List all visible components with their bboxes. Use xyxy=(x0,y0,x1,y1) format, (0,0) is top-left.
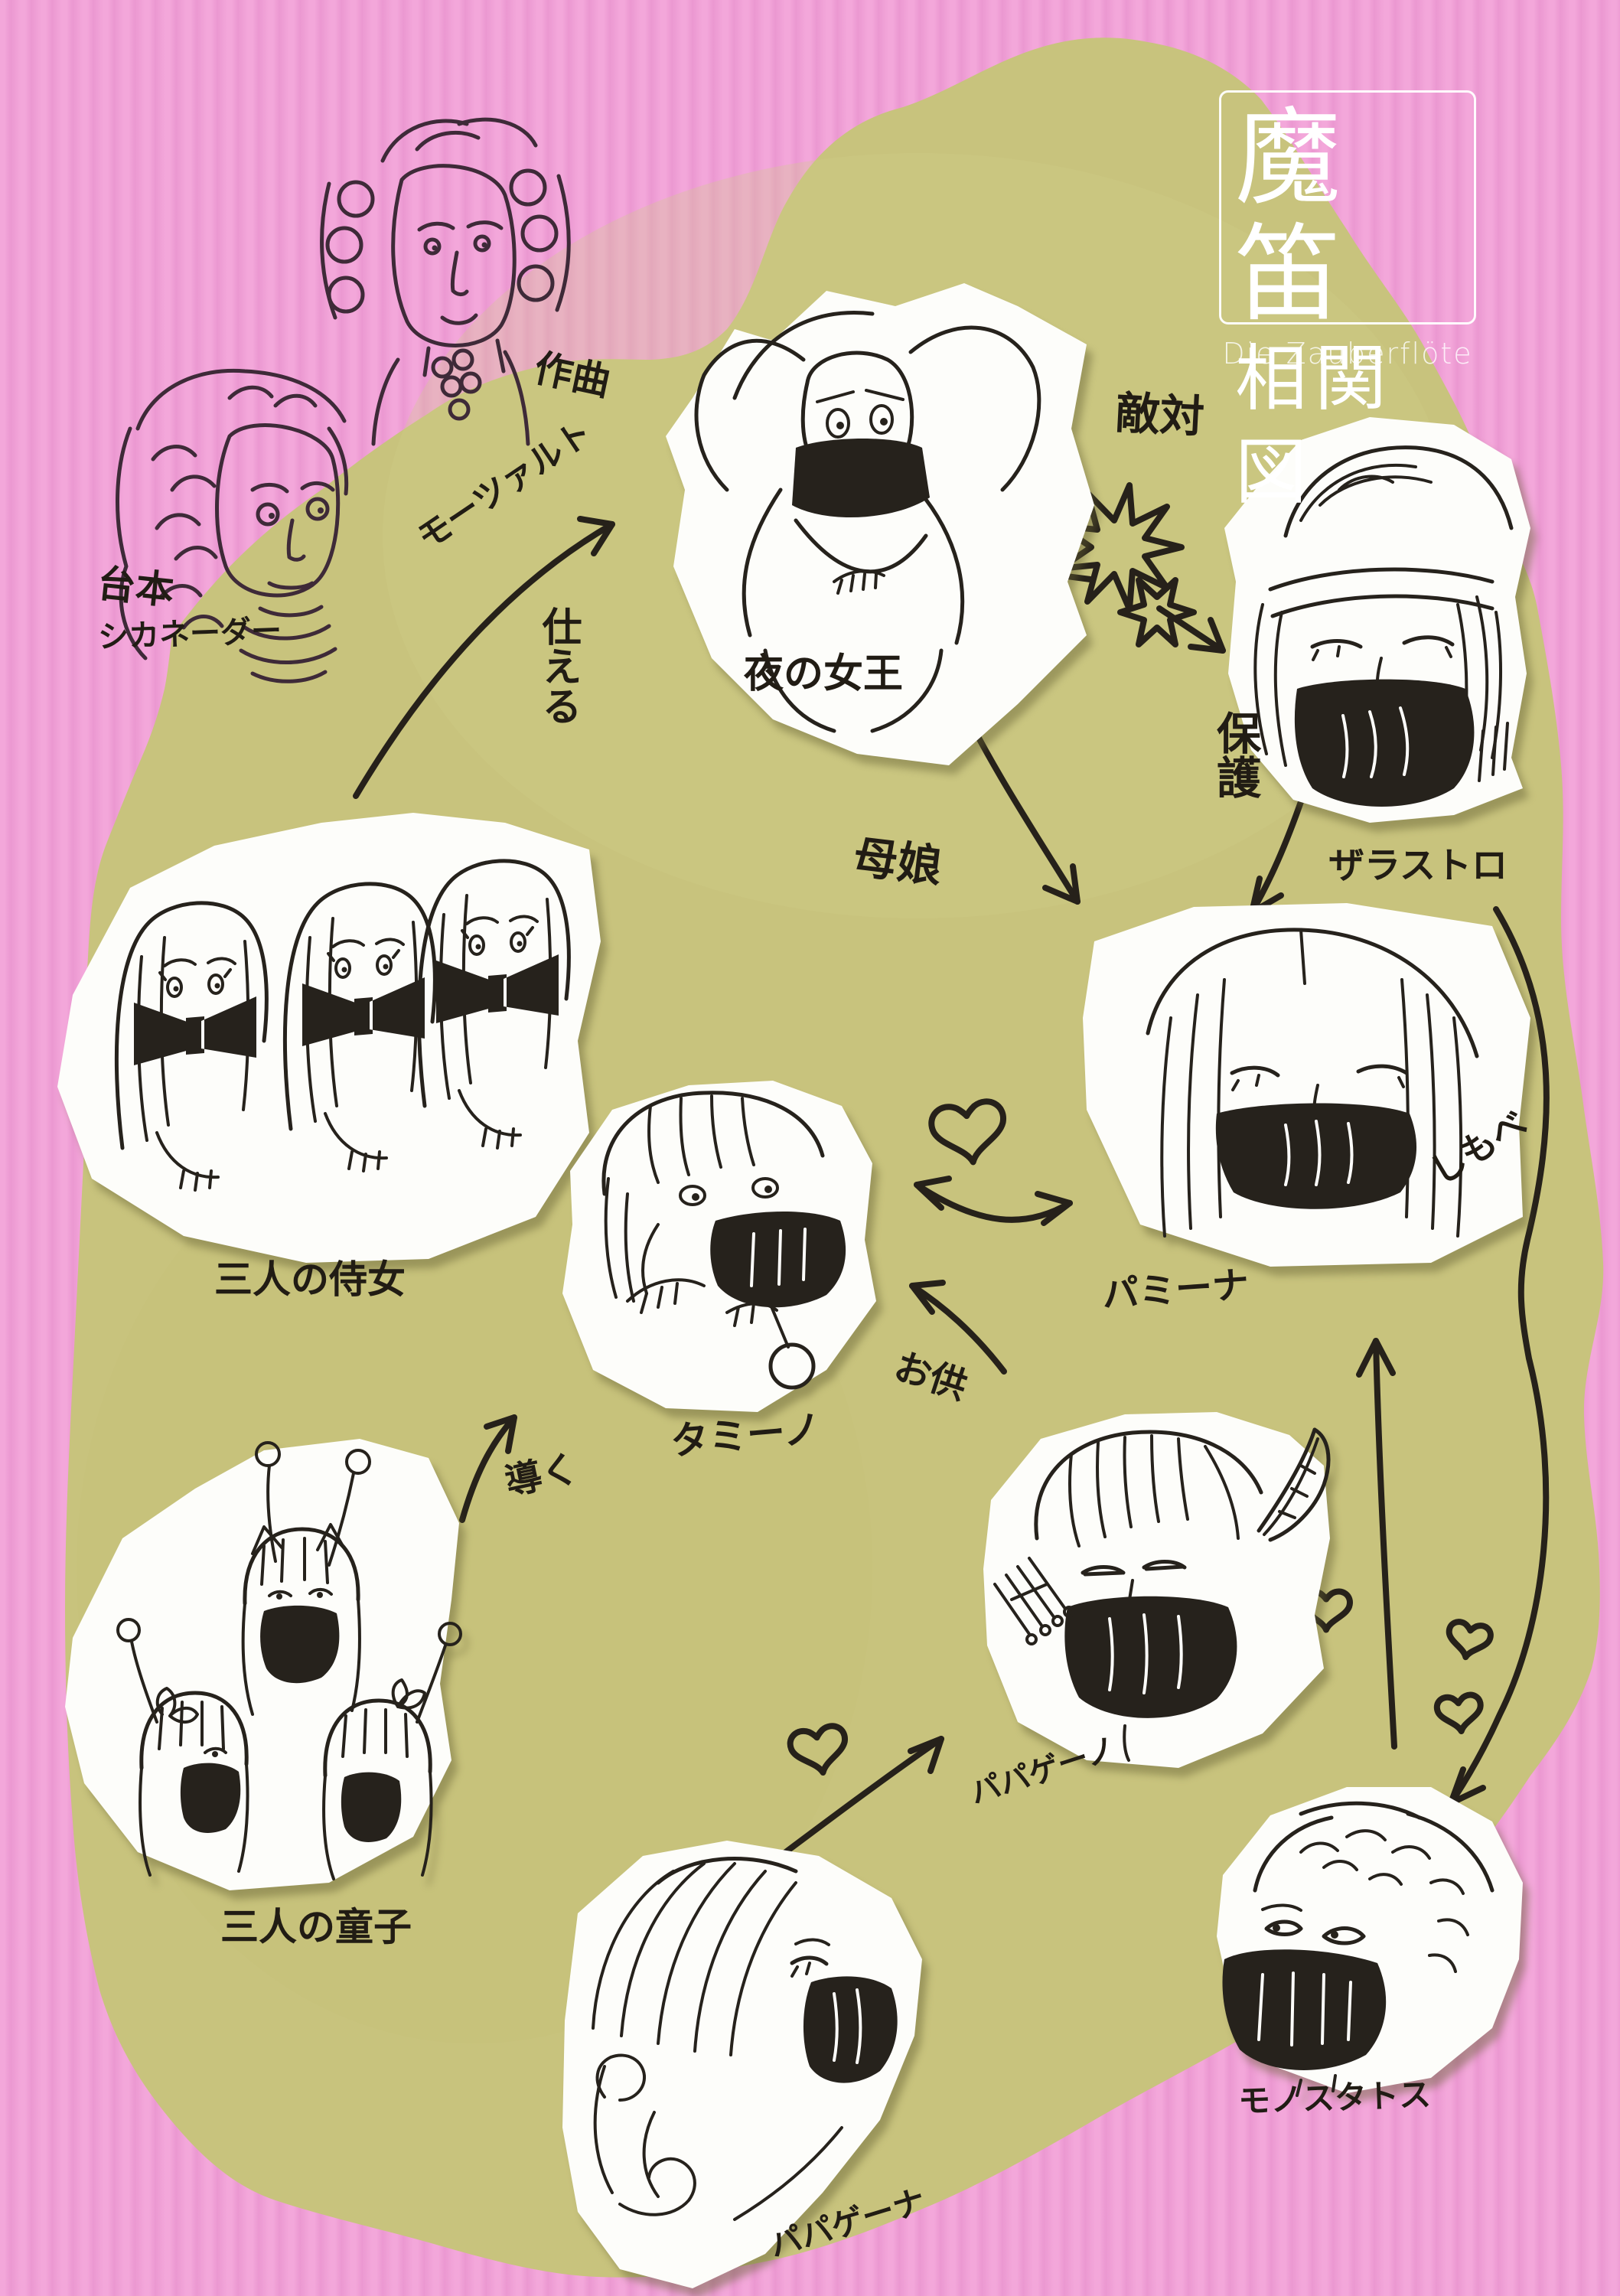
title-sub-kanji: 相関図 xyxy=(1235,338,1395,514)
mozart-portrait xyxy=(320,117,571,446)
heart-icon xyxy=(1445,1620,1491,1661)
title-subtitle: Die Zauberflöte xyxy=(1222,337,1473,370)
label-monostatos: モノスタトス xyxy=(1237,2076,1432,2120)
arrow-serve xyxy=(353,516,615,799)
character-three-boys xyxy=(65,1439,462,1890)
character-tamino xyxy=(562,1081,876,1412)
heart-icon xyxy=(788,1724,850,1778)
arrow-love-tamino-pamina xyxy=(914,1176,1073,1226)
clash-starburst-icon xyxy=(1057,482,1197,647)
arrow-companion xyxy=(909,1280,1007,1375)
label-pamina: パミーナ xyxy=(1100,1263,1250,1316)
character-three-ladies xyxy=(57,813,601,1263)
character-papageno xyxy=(983,1412,1331,1768)
arrow-monostatos-pamina xyxy=(1356,1338,1397,1750)
label-relationship-protection: 保護 xyxy=(1209,710,1261,799)
character-sarastro xyxy=(1224,417,1530,823)
label-relationship-mother-daughter: 母娘 xyxy=(850,830,945,893)
character-queen-of-the-night xyxy=(666,283,1094,765)
label-queen-of-the-night: 夜の女王 xyxy=(744,651,904,697)
label-relationship-serve: 仕える xyxy=(535,606,581,726)
label-librettist-name: シカネーダー xyxy=(97,613,282,655)
heart-icon xyxy=(929,1099,1009,1166)
label-three-ladies: 三人の侍女 xyxy=(214,1257,406,1302)
title-box: 魔笛 相関図 xyxy=(1219,90,1476,514)
character-papagena xyxy=(562,1841,922,2288)
arrow-hostility-right xyxy=(1156,605,1226,654)
title-main: 魔笛 xyxy=(1235,96,1354,336)
label-relationship-hostility: 敵対 xyxy=(1113,386,1206,444)
character-monostatos xyxy=(1217,1787,1523,2097)
schikaneder-portrait xyxy=(116,368,349,683)
label-librettist-role: 台本 xyxy=(95,561,177,614)
character-pamina xyxy=(1083,903,1530,1267)
arrow-guide xyxy=(459,1414,517,1523)
label-three-boys: 三人の童子 xyxy=(220,1905,412,1949)
heart-icon xyxy=(1436,1694,1484,1733)
label-sarastro: ザラストロ xyxy=(1328,845,1508,887)
